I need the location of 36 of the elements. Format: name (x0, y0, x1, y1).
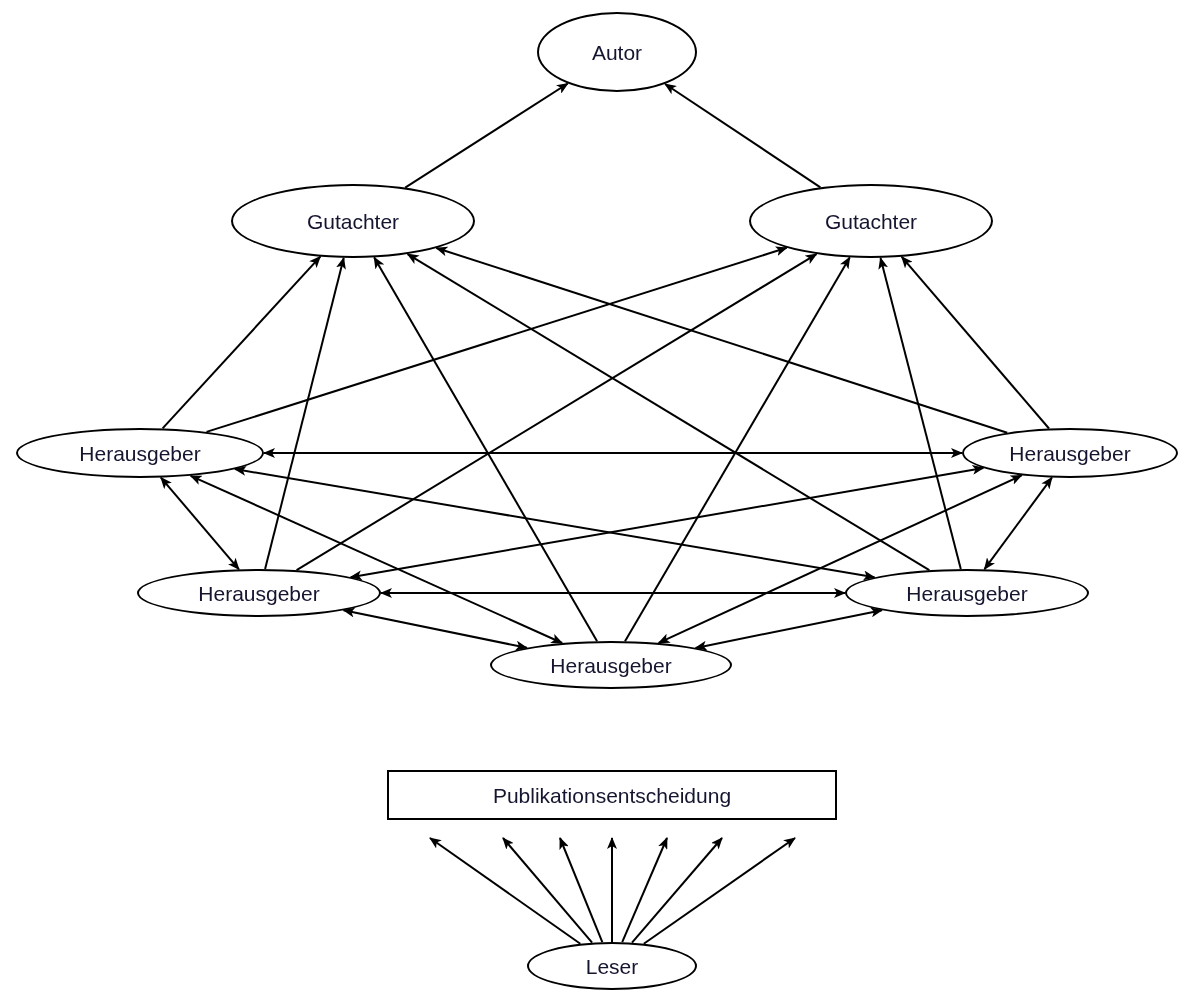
node-label: Herausgeber (906, 582, 1028, 604)
arrow (342, 607, 528, 651)
node-label: Herausgeber (550, 654, 672, 676)
node-label: Herausgeber (198, 582, 320, 604)
arrow (380, 588, 846, 598)
decision-box (387, 770, 837, 820)
node-label: Publikationsentscheidung (492, 784, 732, 806)
arrow (559, 837, 604, 944)
arrow (900, 255, 1050, 430)
arrow (159, 476, 240, 571)
node-label: Gutachter (306, 210, 400, 232)
arrow (234, 466, 876, 581)
arrow (406, 253, 931, 572)
arrow (373, 256, 599, 643)
node-label: Gutachter (824, 210, 918, 232)
arrow (631, 837, 723, 944)
arrow (983, 476, 1053, 571)
node-label: Leser (585, 955, 639, 977)
arrow (295, 253, 818, 572)
arrow (429, 837, 582, 945)
node-label: Herausgeber (1009, 442, 1131, 464)
arrow (878, 256, 962, 570)
arrow (349, 464, 985, 581)
arrow (642, 837, 796, 945)
arrow (621, 837, 668, 944)
arrow (264, 256, 346, 570)
node-label: Herausgeber (79, 442, 201, 464)
arrow (624, 256, 851, 643)
arrow (263, 448, 963, 458)
arrow (694, 607, 883, 651)
arrow (607, 837, 617, 943)
arrow (161, 255, 322, 430)
node-label: Autor (591, 41, 643, 63)
arrow (435, 246, 1009, 434)
arrow (502, 837, 594, 944)
arrow (205, 246, 788, 433)
